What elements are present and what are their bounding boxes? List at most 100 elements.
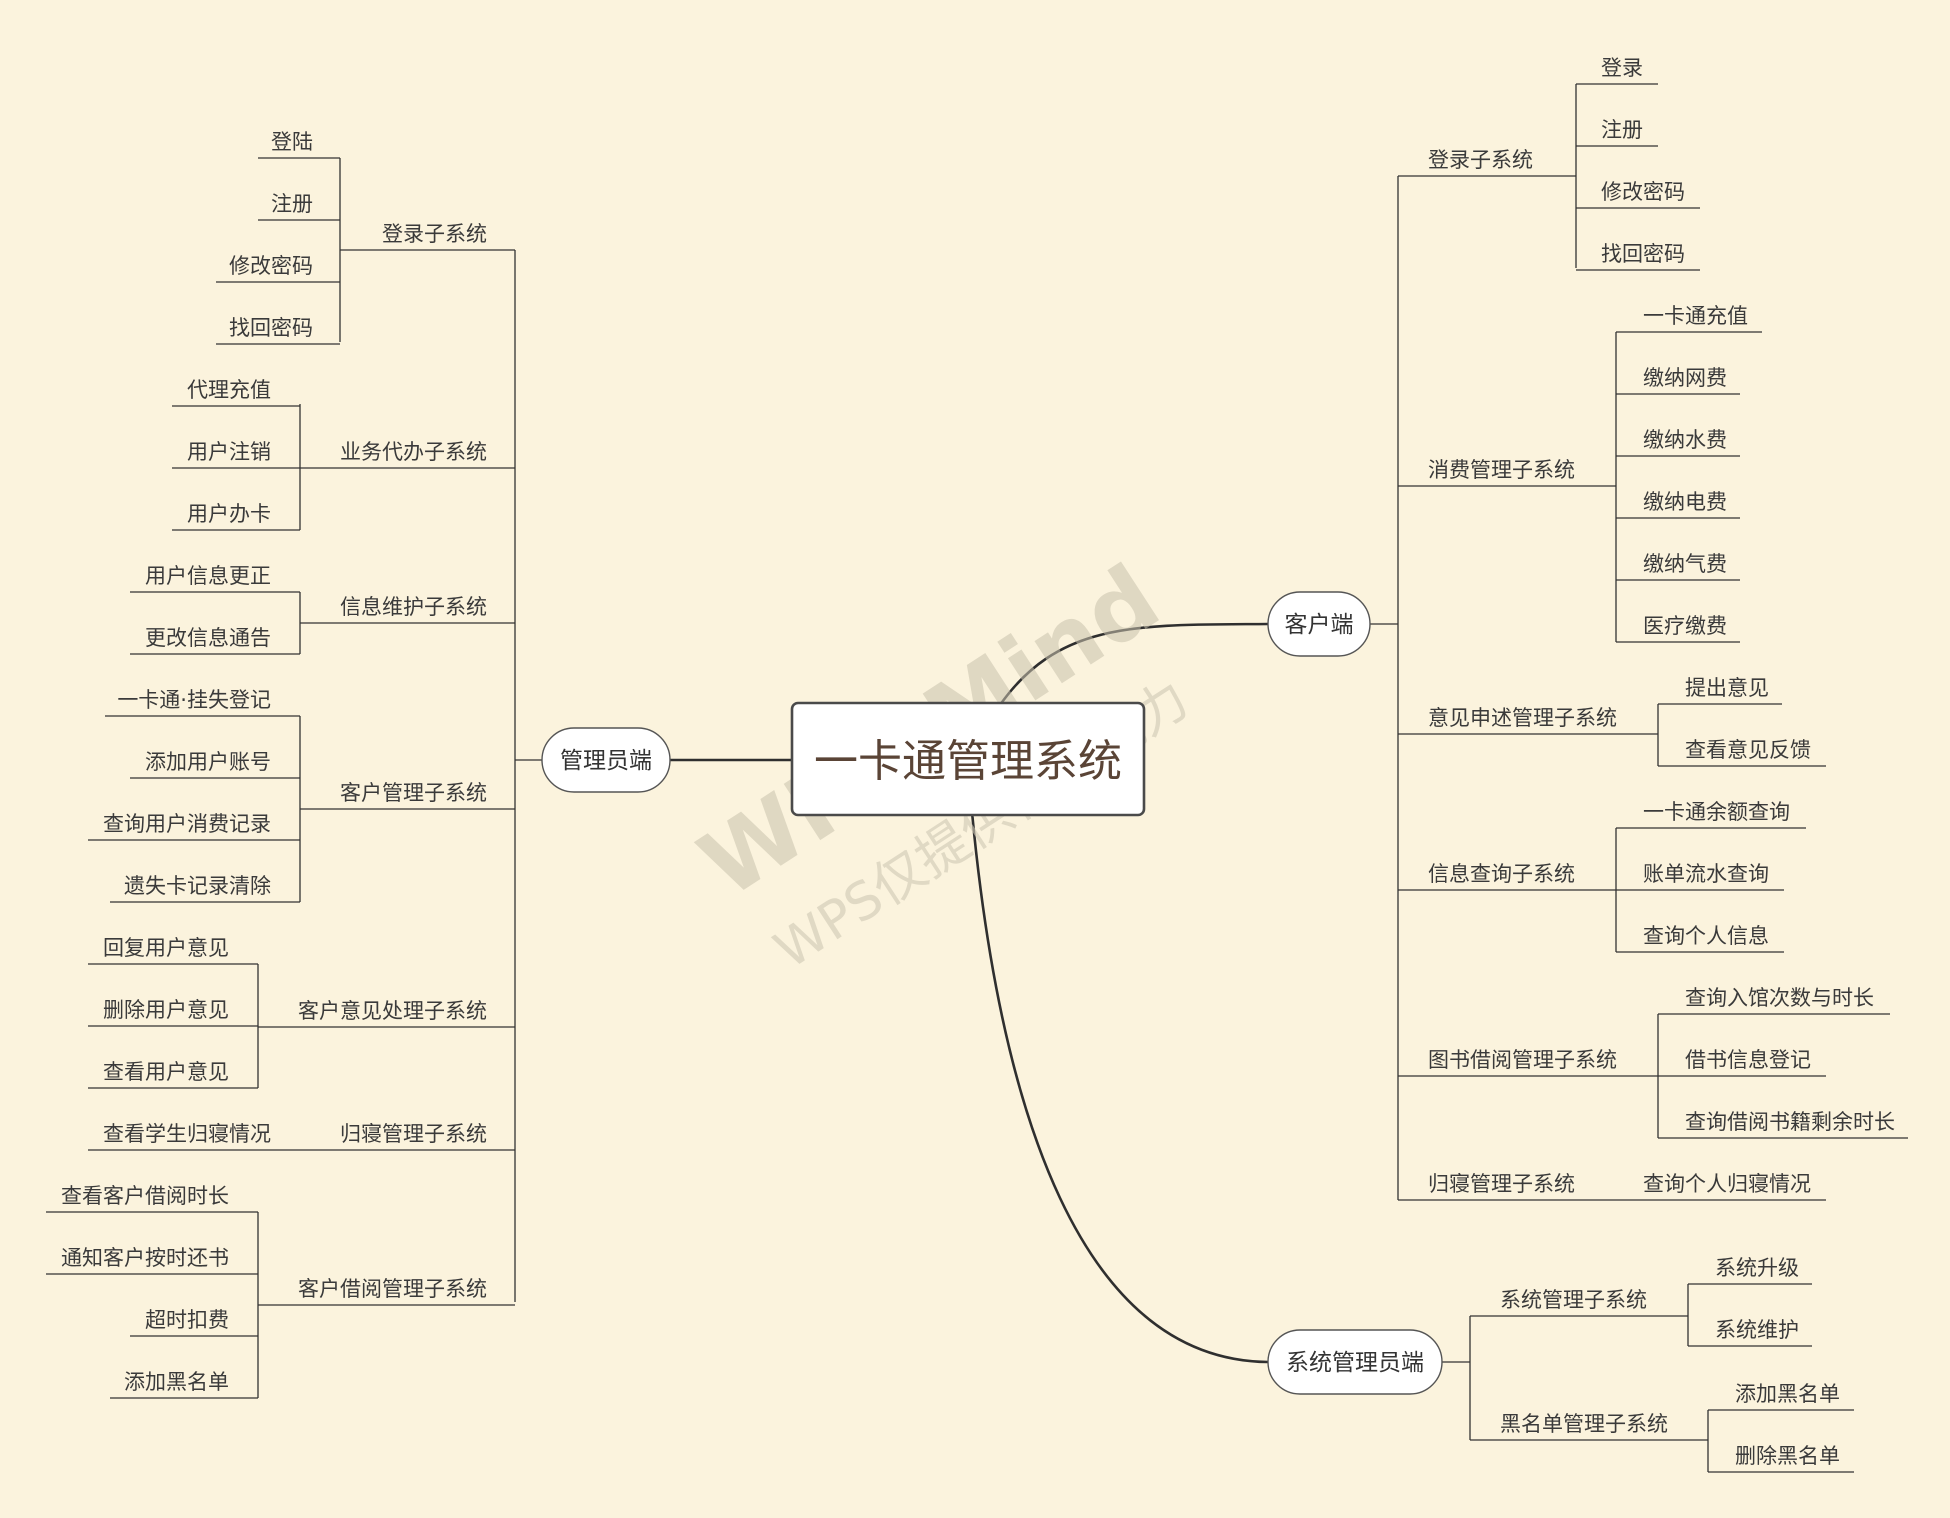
admin-info-item[interactable]: 用户信息更正 — [130, 564, 300, 593]
svg-text:系统升级: 系统升级 — [1715, 1256, 1799, 1280]
svg-text:借书信息登记: 借书信息登记 — [1685, 1048, 1811, 1072]
admin-borrow-item[interactable]: 添加黑名单 — [110, 1370, 258, 1399]
svg-text:缴纳水费: 缴纳水费 — [1643, 428, 1727, 452]
admin-sub-dorm[interactable]: 归寝管理子系统 查看学生归寝情况 — [88, 1122, 515, 1151]
admin-login-item[interactable]: 注册 — [258, 192, 340, 221]
admin-login-item[interactable]: 登陆 — [258, 130, 340, 159]
admin-login-item[interactable]: 找回密码 — [216, 316, 340, 345]
branch-admin: 登录子系统 登陆 注册 修改密码 找回密码 业务代办子系统 代理充值 用户注销 … — [46, 130, 542, 1399]
branch-client: 登录子系统 登录 注册 修改密码 找回密码 消费管理子系统 一卡通充值 缴纳网费… — [1370, 56, 1908, 1201]
svg-text:归寝管理子系统: 归寝管理子系统 — [1428, 1172, 1575, 1196]
client-consume-item[interactable]: 缴纳网费 — [1616, 366, 1740, 395]
admin-sub-feedback[interactable]: 客户意见处理子系统 回复用户意见 删除用户意见 查看用户意见 — [88, 936, 515, 1089]
node-admin[interactable]: 管理员端 — [541, 727, 671, 793]
svg-text:查询用户消费记录: 查询用户消费记录 — [103, 812, 271, 836]
client-library-item[interactable]: 借书信息登记 — [1658, 1048, 1826, 1077]
client-sub-login[interactable]: 登录子系统 登录 注册 修改密码 找回密码 — [1398, 56, 1700, 271]
admin-sub-borrow[interactable]: 客户借阅管理子系统 查看客户借阅时长 通知客户按时还书 超时扣费 添加黑名单 — [46, 1184, 515, 1399]
admin-customer-item[interactable]: 查询用户消费记录 — [88, 812, 300, 841]
client-sub-dorm[interactable]: 归寝管理子系统 查询个人归寝情况 — [1398, 1172, 1826, 1201]
svg-text:信息查询子系统: 信息查询子系统 — [1428, 862, 1575, 886]
client-sub-appeal[interactable]: 意见申述管理子系统 提出意见 查看意见反馈 — [1398, 676, 1826, 767]
admin-borrow-item[interactable]: 通知客户按时还书 — [46, 1246, 258, 1275]
svg-text:删除用户意见: 删除用户意见 — [103, 998, 229, 1022]
svg-text:查询入馆次数与时长: 查询入馆次数与时长 — [1685, 986, 1874, 1010]
svg-text:删除黑名单: 删除黑名单 — [1735, 1444, 1840, 1468]
admin-agency-item[interactable]: 用户注销 — [172, 440, 300, 469]
sysadmin-blacklist-item[interactable]: 删除黑名单 — [1708, 1444, 1854, 1473]
node-client-label: 客户端 — [1285, 612, 1354, 638]
admin-sub-info[interactable]: 信息维护子系统 用户信息更正 更改信息通告 — [130, 564, 515, 655]
client-consume-item[interactable]: 缴纳水费 — [1616, 428, 1740, 457]
svg-text:查看客户借阅时长: 查看客户借阅时长 — [61, 1184, 229, 1208]
client-consume-item[interactable]: 医疗缴费 — [1616, 614, 1740, 643]
admin-sub-agency[interactable]: 业务代办子系统 代理充值 用户注销 用户办卡 — [172, 378, 515, 531]
svg-text:代理充值: 代理充值 — [187, 378, 271, 402]
admin-agency-item[interactable]: 代理充值 — [172, 378, 300, 407]
admin-feedback-item[interactable]: 删除用户意见 — [88, 998, 258, 1027]
admin-sub-login[interactable]: 登录子系统 登陆 注册 修改密码 找回密码 — [216, 130, 515, 345]
sysadmin-system-item[interactable]: 系统维护 — [1688, 1318, 1812, 1347]
svg-text:客户意见处理子系统: 客户意见处理子系统 — [298, 999, 487, 1023]
admin-sub-login-label: 登录子系统 — [382, 222, 487, 246]
client-sub-query[interactable]: 信息查询子系统 一卡通余额查询 账单流水查询 查询个人信息 — [1398, 800, 1806, 953]
client-query-item[interactable]: 查询个人信息 — [1616, 924, 1784, 953]
branch-sysadmin: 系统管理子系统 系统升级 系统维护 黑名单管理子系统 添加黑名单 删除黑名单 — [1442, 1256, 1854, 1473]
client-sub-consume[interactable]: 消费管理子系统 一卡通充值 缴纳网费 缴纳水费 缴纳电费 缴纳气费 医疗缴费 — [1398, 304, 1762, 643]
connector-root-sysadmin — [970, 811, 1269, 1364]
svg-text:添加黑名单: 添加黑名单 — [124, 1370, 229, 1394]
node-admin-label: 管理员端 — [560, 748, 652, 774]
admin-feedback-item[interactable]: 回复用户意见 — [88, 936, 258, 965]
admin-dorm-item[interactable]: 查看学生归寝情况 — [103, 1122, 271, 1146]
admin-feedback-item[interactable]: 查看用户意见 — [88, 1060, 258, 1089]
svg-text:图书借阅管理子系统: 图书借阅管理子系统 — [1428, 1048, 1617, 1072]
admin-agency-item[interactable]: 用户办卡 — [172, 502, 300, 531]
svg-text:信息维护子系统: 信息维护子系统 — [340, 595, 487, 619]
sysadmin-blacklist-item[interactable]: 添加黑名单 — [1708, 1382, 1854, 1411]
svg-text:系统管理子系统: 系统管理子系统 — [1500, 1288, 1647, 1312]
svg-text:账单流水查询: 账单流水查询 — [1643, 862, 1769, 886]
client-consume-item[interactable]: 缴纳电费 — [1616, 490, 1740, 519]
admin-borrow-item[interactable]: 查看客户借阅时长 — [46, 1184, 258, 1213]
client-login-item[interactable]: 找回密码 — [1576, 242, 1700, 271]
sysadmin-system-item[interactable]: 系统升级 — [1688, 1256, 1812, 1285]
svg-text:一卡通余额查询: 一卡通余额查询 — [1643, 800, 1790, 824]
svg-text:客户借阅管理子系统: 客户借阅管理子系统 — [298, 1277, 487, 1301]
svg-text:客户管理子系统: 客户管理子系统 — [340, 781, 487, 805]
admin-info-item[interactable]: 更改信息通告 — [130, 626, 300, 655]
svg-text:业务代办子系统: 业务代办子系统 — [340, 440, 487, 464]
svg-text:消费管理子系统: 消费管理子系统 — [1428, 458, 1575, 482]
admin-login-item[interactable]: 修改密码 — [216, 254, 340, 283]
admin-borrow-item[interactable]: 超时扣费 — [130, 1308, 258, 1337]
svg-text:意见申述管理子系统: 意见申述管理子系统 — [1428, 706, 1617, 730]
client-dorm-item[interactable]: 查询个人归寝情况 — [1643, 1172, 1811, 1196]
client-appeal-item[interactable]: 查看意见反馈 — [1658, 738, 1826, 767]
client-library-item[interactable]: 查询入馆次数与时长 — [1658, 986, 1890, 1015]
client-login-item[interactable]: 登录 — [1576, 56, 1658, 85]
client-library-item[interactable]: 查询借阅书籍剩余时长 — [1658, 1110, 1908, 1139]
svg-text:查看意见反馈: 查看意见反馈 — [1685, 738, 1811, 762]
sysadmin-sub-blacklist[interactable]: 黑名单管理子系统 添加黑名单 删除黑名单 — [1470, 1382, 1854, 1473]
client-consume-item[interactable]: 缴纳气费 — [1616, 552, 1740, 581]
client-login-item[interactable]: 注册 — [1576, 118, 1658, 147]
client-query-item[interactable]: 账单流水查询 — [1616, 862, 1784, 891]
client-consume-item[interactable]: 一卡通充值 — [1616, 304, 1762, 333]
root-node[interactable]: 一卡通管理系统 — [790, 701, 1146, 817]
svg-text:缴纳网费: 缴纳网费 — [1643, 366, 1727, 390]
svg-text:更改信息通告: 更改信息通告 — [145, 626, 271, 650]
node-sysadmin[interactable]: 系统管理员端 — [1267, 1329, 1443, 1395]
client-appeal-item[interactable]: 提出意见 — [1658, 676, 1782, 705]
svg-text:用户办卡: 用户办卡 — [187, 502, 271, 526]
node-client[interactable]: 客户端 — [1267, 591, 1371, 657]
client-query-item[interactable]: 一卡通余额查询 — [1616, 800, 1806, 829]
admin-customer-item[interactable]: 一卡通·挂失登记 — [105, 688, 300, 717]
client-sub-library[interactable]: 图书借阅管理子系统 查询入馆次数与时长 借书信息登记 查询借阅书籍剩余时长 — [1398, 986, 1908, 1139]
svg-text:修改密码: 修改密码 — [229, 254, 313, 278]
svg-text:遗失卡记录清除: 遗失卡记录清除 — [124, 874, 271, 898]
admin-sub-customer[interactable]: 客户管理子系统 一卡通·挂失登记 添加用户账号 查询用户消费记录 遗失卡记录清除 — [88, 688, 515, 903]
admin-customer-item[interactable]: 遗失卡记录清除 — [110, 874, 300, 903]
svg-text:一卡通·挂失登记: 一卡通·挂失登记 — [117, 688, 271, 712]
client-login-item[interactable]: 修改密码 — [1576, 180, 1700, 209]
admin-customer-item[interactable]: 添加用户账号 — [130, 750, 300, 779]
sysadmin-sub-system[interactable]: 系统管理子系统 系统升级 系统维护 — [1470, 1256, 1812, 1347]
